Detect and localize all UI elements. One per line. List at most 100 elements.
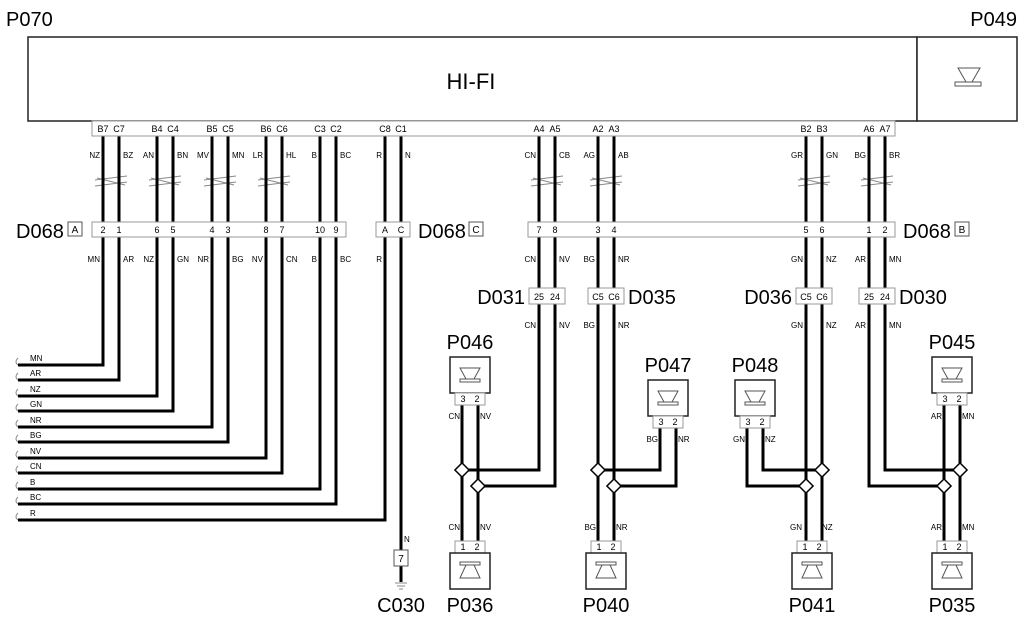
speaker-pin: 2	[672, 417, 677, 427]
d036-pin: C6	[816, 292, 828, 302]
upper-wire-code: BC	[340, 151, 351, 160]
speaker-wire-code: MN	[962, 412, 975, 421]
d068a-pin: 2	[100, 225, 105, 235]
upper-speaker-box	[931, 356, 973, 394]
twisted-pair-marker	[860, 175, 894, 187]
d068a-wire-code: BG	[232, 255, 244, 264]
hifi-pin-label: B3	[816, 124, 827, 134]
d068a-tag-box	[67, 221, 83, 237]
twisted-pair-marker	[148, 175, 182, 187]
speaker-icon-base	[941, 561, 963, 566]
d036-wire-code: GN	[791, 321, 803, 330]
harness-break-mark	[15, 512, 19, 521]
d031-label: D031	[477, 287, 525, 309]
hifi-pin-strip	[91, 120, 896, 137]
lower-speaker-id: P040	[583, 595, 630, 617]
d030-wire-code: AR	[855, 321, 866, 330]
speaker-wire-code: MN	[962, 523, 975, 532]
speaker-wire-code: BG	[646, 435, 658, 444]
d068a-wire-code: B	[312, 255, 317, 264]
d068a-label: D068	[16, 221, 64, 243]
wire	[462, 304, 541, 472]
d068a-pin: 10	[315, 225, 325, 235]
d030-pin: 25	[864, 292, 874, 302]
d068b-pin: 1	[866, 225, 871, 235]
ground-pin: 7	[398, 554, 404, 565]
speaker-pin: 2	[474, 542, 479, 552]
lower-speaker-id: P035	[929, 595, 976, 617]
speaker-wire-code: NZ	[822, 523, 833, 532]
d035-label: D035	[628, 287, 676, 309]
harness-break-mark	[15, 357, 19, 366]
d036-connector	[795, 287, 833, 305]
hifi-unit-label: HI-FI	[447, 69, 496, 94]
hifi-pin-label: B6	[260, 124, 271, 134]
d068b-connector	[527, 221, 896, 238]
hifi-pin-label: C5	[222, 124, 234, 134]
speaker-pin: 1	[460, 542, 465, 552]
harness-break-mark	[15, 403, 19, 412]
harness-exit-label: NZ	[30, 385, 41, 394]
wire	[614, 428, 678, 488]
speaker-wire-code: NV	[480, 523, 492, 532]
lower-speaker-id: P041	[789, 595, 836, 617]
harness-wire	[18, 250, 175, 413]
d031-wire-code: NV	[559, 321, 571, 330]
upper-wire-code: BN	[177, 151, 188, 160]
hifi-pin-label: A2	[592, 124, 603, 134]
d068a-wire-code: MN	[88, 255, 101, 264]
upper-speaker-pins	[454, 392, 486, 406]
speaker-pin: 2	[956, 394, 961, 404]
harness-wire	[18, 250, 387, 522]
d068c-tag-box	[468, 221, 484, 237]
harness-exit-label: BG	[30, 431, 42, 440]
d031-connector	[528, 287, 566, 305]
upper-speaker-pins	[739, 415, 771, 429]
upper-speaker-id: P047	[645, 355, 692, 377]
twisted-pair-marker	[530, 175, 564, 187]
d068c-label: D068	[418, 221, 466, 243]
harness-break-mark	[15, 496, 19, 505]
d068a-tag: A	[72, 225, 79, 236]
splice-node	[951, 461, 969, 479]
hifi-pin-label: A5	[549, 124, 560, 134]
splice-node	[935, 477, 953, 495]
speaker-pin: 2	[610, 542, 615, 552]
d035-connector	[587, 287, 625, 305]
d068c-pin: C	[398, 225, 405, 235]
hifi-pin-label: B2	[800, 124, 811, 134]
twisted-pair-marker	[257, 175, 291, 187]
d031-wire-code: CN	[524, 321, 536, 330]
d068a-connector	[91, 221, 347, 238]
d068b-pin: 2	[882, 225, 887, 235]
harness-exit-label: R	[30, 509, 36, 518]
d068a-wire-code: CN	[286, 255, 298, 264]
d068b-pin: 7	[536, 225, 541, 235]
d068b-pin: 4	[611, 225, 616, 235]
lower-speaker-box	[791, 552, 833, 590]
twisted-pair-marker	[797, 175, 831, 187]
d035-pin: C6	[608, 292, 620, 302]
speaker-pin: 3	[942, 394, 947, 404]
speaker-wire-code: AR	[931, 523, 942, 532]
upper-wire-code: NZ	[89, 151, 100, 160]
harness-exit-label: BC	[30, 493, 41, 502]
twisted-pair-marker	[203, 175, 237, 187]
upper-wire-code: AG	[583, 151, 595, 160]
d068a-wire-code: NV	[252, 255, 264, 264]
harness-wire	[18, 250, 214, 429]
upper-speaker-box	[734, 379, 776, 417]
wire	[761, 428, 822, 472]
hifi-pin-label: C3	[314, 124, 326, 134]
speaker-icon-base	[744, 401, 766, 406]
speaker-wire-code: CN	[448, 523, 460, 532]
d068a-pin: 4	[209, 225, 214, 235]
harness-break-mark	[15, 372, 19, 381]
upper-speaker-id: P046	[447, 332, 494, 354]
d068b-wire-code: CN	[524, 255, 536, 264]
d068a-pin: 9	[333, 225, 338, 235]
speaker-pin: 3	[745, 417, 750, 427]
harness-exit-label: NR	[30, 416, 42, 425]
splice-node	[797, 477, 815, 495]
